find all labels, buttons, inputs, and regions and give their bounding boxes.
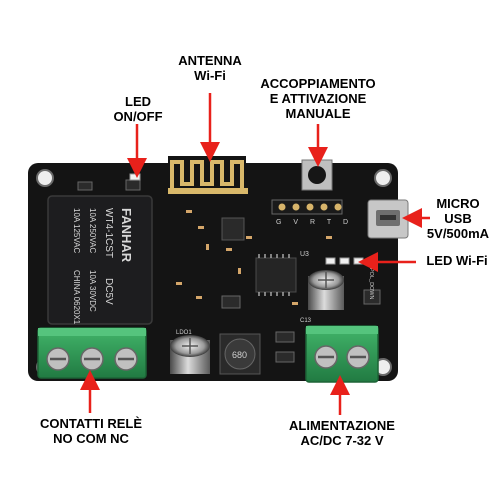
label-antenna-line1: ANTENNA xyxy=(178,53,242,68)
relay: FANHAR WT4-1CST DC5V 10A 250VAC 10A 30VD… xyxy=(47,195,153,325)
label-pairing-line3: MANUALE xyxy=(285,106,351,121)
label-led-onoff-line1: LED xyxy=(125,94,151,109)
pairing-button xyxy=(301,159,333,191)
ldo-label: LDO1 xyxy=(176,330,192,336)
label-antenna: ANTENNA Wi-Fi xyxy=(170,53,250,83)
wifi-module: U3 xyxy=(221,217,309,296)
label-led-onoff: LED ON/OFF xyxy=(110,94,166,124)
smd-chips xyxy=(77,179,381,363)
label-relay-contacts-line2: NO COM NC xyxy=(53,431,129,446)
capacitor-left: LDO1 xyxy=(170,330,210,374)
label-micro-usb: MICRO USB 5V/500mA xyxy=(420,196,496,241)
relay-brand: FANHAR xyxy=(119,208,134,263)
label-power-supply-line1: ALIMENTAZIONE xyxy=(289,418,395,433)
relay-rating-3: 10A 125VAC xyxy=(72,208,81,253)
relay-model: WT4-1CST xyxy=(103,208,114,258)
relay-rating-2: 10A 30VDC xyxy=(88,270,97,312)
callout-arrows xyxy=(80,93,430,415)
label-relay-contacts: CONTATTI RELÈ NO COM NC xyxy=(30,416,152,446)
wifi-antenna-trace xyxy=(168,156,248,194)
label-micro-usb-line2: USB xyxy=(444,211,472,226)
label-pairing: ACCOPPIAMENTO E ATTIVAZIONE MANUALE xyxy=(250,76,386,121)
label-power-supply-line2: AC/DC 7-32 V xyxy=(300,433,384,448)
chip-label: U3 xyxy=(300,251,309,258)
capacitor-right: C13 xyxy=(300,270,344,324)
header-pins-text: G V R T D xyxy=(276,219,353,226)
power-terminal-block xyxy=(305,325,379,383)
label-antenna-line2: Wi-Fi xyxy=(194,68,226,83)
cap-label: C13 xyxy=(300,318,312,324)
label-relay-contacts-line1: CONTATTI RELÈ xyxy=(39,416,143,431)
label-pairing-line2: E ATTIVAZIONE xyxy=(269,91,367,106)
relay-rating-1: 10A 250VAC xyxy=(88,208,97,253)
label-led-onoff-line2: ON/OFF xyxy=(113,109,163,124)
label-micro-usb-line1: MICRO xyxy=(436,196,480,211)
smd-components xyxy=(176,210,332,305)
relay-terminal-block xyxy=(37,327,147,379)
label-led-wifi-line1: LED Wi-Fi xyxy=(426,253,488,268)
label-pairing-line1: ACCOPPIAMENTO xyxy=(260,76,376,91)
label-led-wifi: LED Wi-Fi xyxy=(418,253,496,268)
label-micro-usb-line3: 5V/500mA xyxy=(426,226,490,241)
relay-origin: CHINA 0620X1 xyxy=(72,270,81,325)
micro-usb-connector xyxy=(367,199,409,239)
label-power-supply: ALIMENTAZIONE AC/DC 7-32 V xyxy=(280,418,404,448)
inductor: 680 xyxy=(219,333,261,375)
led-onoff-component xyxy=(129,173,141,181)
inductor-text: 680 xyxy=(232,350,247,360)
relay-voltage: DC5V xyxy=(103,278,114,305)
header-pins: G V R T D xyxy=(271,199,353,226)
pad-label: POL_DOWN xyxy=(368,268,374,300)
